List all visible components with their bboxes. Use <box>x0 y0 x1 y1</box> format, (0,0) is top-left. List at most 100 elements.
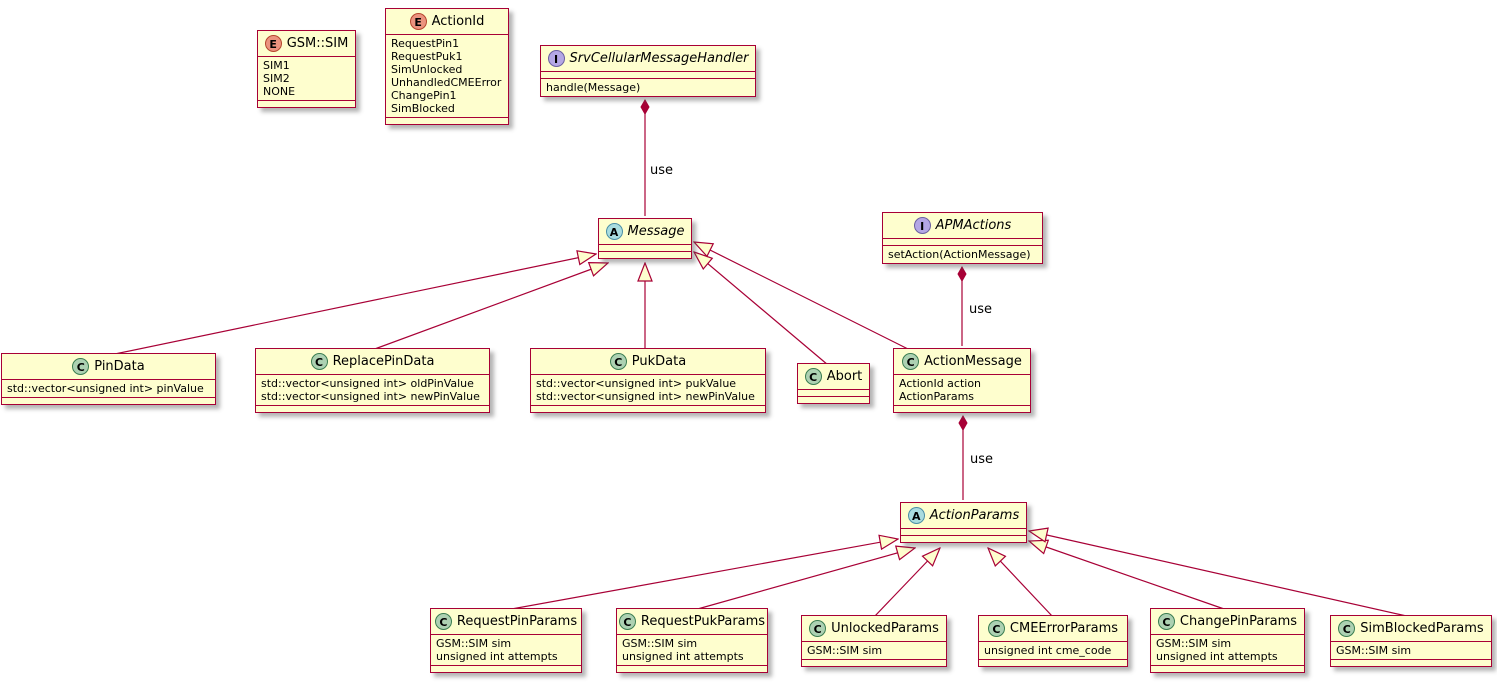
class-name: PukData <box>631 354 687 369</box>
methods-section <box>258 100 355 107</box>
fields-section <box>798 389 869 396</box>
fields-section: std::vector<unsigned int> pukValue std::… <box>531 374 765 405</box>
class-unlocked-params: C UnlockedParams GSM::SIM sim <box>801 615 947 667</box>
methods-section <box>617 665 767 672</box>
methods-section <box>802 659 946 666</box>
class-name: Message <box>627 224 685 239</box>
edge-requestpinparams-extends-actionparams <box>505 539 898 611</box>
class-header: C UnlockedParams <box>802 616 946 641</box>
class-action-message: C ActionMessage ActionId action ActionPa… <box>893 348 1031 413</box>
class-header: C PinData <box>2 354 215 379</box>
members-section: SIM1 SIM2 NONE <box>258 56 355 100</box>
class-icon: C <box>72 358 90 375</box>
enum-member: UnhandledCMEError <box>391 76 502 89</box>
class-gsm-sim: E GSM::SIM SIM1 SIM2 NONE <box>257 30 356 108</box>
methods-section: handle(Message) <box>541 78 755 96</box>
class-header: E GSM::SIM <box>258 31 355 56</box>
class-header: C ReplacePinData <box>256 349 489 374</box>
class-name: CMEErrorParams <box>1009 621 1119 636</box>
interface-icon: I <box>547 50 565 67</box>
class-change-pin-params: C ChangePinParams GSM::SIM sim unsigned … <box>1150 608 1305 673</box>
class-message: A Message <box>598 218 692 259</box>
field: GSM::SIM sim <box>622 637 698 650</box>
method: setAction(ActionMessage) <box>888 248 1031 261</box>
class-name: ActionId <box>431 14 485 29</box>
class-name: ReplacePinData <box>332 354 435 369</box>
enum-member: SimBlocked <box>391 102 455 115</box>
class-icon: C <box>809 620 827 637</box>
class-icon: C <box>1157 613 1175 630</box>
methods-section <box>531 405 765 412</box>
edge-pindata-extends-message <box>109 254 596 356</box>
field: GSM::SIM sim <box>807 644 883 657</box>
field: std::vector<unsigned int> newPinValue <box>261 390 480 403</box>
class-header: E ActionId <box>386 9 508 34</box>
fields-section <box>599 244 691 251</box>
members-section: RequestPin1 RequestPuk1 SimUnlocked Unha… <box>386 34 508 117</box>
edge-actionmessage-extends-message <box>694 242 911 351</box>
class-icon: C <box>310 353 328 370</box>
class-icon: C <box>902 353 920 370</box>
class-name: RequestPukParams <box>640 614 766 629</box>
methods-section <box>599 251 691 258</box>
class-icon: C <box>434 613 452 630</box>
class-header: C ActionMessage <box>894 349 1030 374</box>
class-request-puk-params: C RequestPukParams GSM::SIM sim unsigned… <box>616 608 768 673</box>
class-replace-pin-data: C ReplacePinData std::vector<unsigned in… <box>255 348 490 413</box>
enum-icon: E <box>264 35 282 52</box>
class-name: SrvCellularMessageHandler <box>569 51 749 66</box>
class-name: UnlockedParams <box>831 621 939 636</box>
class-name: SimBlockedParams <box>1360 621 1484 636</box>
class-header: C RequestPukParams <box>617 609 767 634</box>
class-icon: C <box>804 368 822 385</box>
fields-section: GSM::SIM sim <box>1331 641 1491 659</box>
class-apm-actions: I APMActions setAction(ActionMessage) <box>882 212 1043 264</box>
class-icon: C <box>609 353 627 370</box>
class-header: C ChangePinParams <box>1151 609 1304 634</box>
fields-section: unsigned int cme_code <box>979 641 1127 659</box>
class-name: ActionParams <box>929 508 1020 523</box>
enum-member: NONE <box>263 85 296 98</box>
class-pin-data: C PinData std::vector<unsigned int> pinV… <box>1 353 216 405</box>
class-name: ChangePinParams <box>1179 614 1298 629</box>
field: unsigned int attempts <box>436 650 558 663</box>
enum-member: ChangePin1 <box>391 89 457 102</box>
class-header: C SimBlockedParams <box>1331 616 1491 641</box>
fields-section: std::vector<unsigned int> pinValue <box>2 379 215 397</box>
fields-section: ActionId action ActionParams <box>894 374 1030 405</box>
methods-section <box>431 665 581 672</box>
fields-section <box>883 238 1042 245</box>
methods-section <box>979 659 1127 666</box>
class-action-params: A ActionParams <box>900 502 1027 543</box>
field: std::vector<unsigned int> newPinValue <box>536 390 755 403</box>
class-request-pin-params: C RequestPinParams GSM::SIM sim unsigned… <box>430 608 582 673</box>
field: std::vector<unsigned int> oldPinValue <box>261 377 474 390</box>
enum-member: SIM2 <box>263 72 290 85</box>
edge-replacepindata-extends-message <box>371 263 608 351</box>
enum-icon: E <box>409 13 427 30</box>
class-name: Abort <box>826 369 863 384</box>
enum-member: SimUnlocked <box>391 63 463 76</box>
class-srv-cellular-message-handler: I SrvCellularMessageHandler handle(Messa… <box>540 45 756 97</box>
enum-member: SIM1 <box>263 59 290 72</box>
fields-section: std::vector<unsigned int> oldPinValue st… <box>256 374 489 405</box>
interface-icon: I <box>913 217 931 234</box>
methods-section <box>1331 659 1491 666</box>
field: ActionId action <box>899 377 982 390</box>
field: std::vector<unsigned int> pinValue <box>7 382 204 395</box>
class-icon: C <box>1338 620 1356 637</box>
field: std::vector<unsigned int> pukValue <box>536 377 737 390</box>
class-puk-data: C PukData std::vector<unsigned int> pukV… <box>530 348 766 413</box>
class-header: C CMEErrorParams <box>979 616 1127 641</box>
edge-changepinparams-extends-actionparams <box>1029 541 1228 611</box>
class-header: C PukData <box>531 349 765 374</box>
class-header: A ActionParams <box>901 503 1026 528</box>
class-header: A Message <box>599 219 691 244</box>
methods-section <box>386 117 508 124</box>
enum-member: RequestPin1 <box>391 37 460 50</box>
abstract-icon: A <box>907 507 925 524</box>
edge-label-use-handler-message: use <box>650 163 674 178</box>
field: unsigned int attempts <box>1156 650 1278 663</box>
class-icon: C <box>618 613 636 630</box>
